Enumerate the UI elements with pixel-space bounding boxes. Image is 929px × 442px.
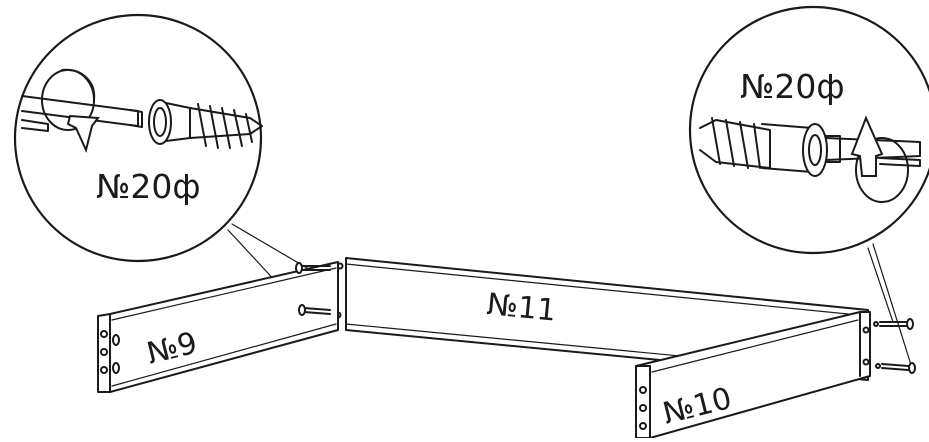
panel-9-edge-holes: [100, 330, 120, 374]
screw-detail-right: [699, 117, 828, 177]
rotation-arrow-right-icon: [850, 115, 909, 203]
detail-circle-right: №20ф: [688, 5, 929, 255]
screw-label-left: №20ф: [96, 167, 201, 206]
panel-11-label: №11: [485, 287, 557, 328]
screws-panel-9: [295, 262, 331, 316]
leader-lines-right: [867, 243, 913, 369]
rotation-arrow-left-icon: [41, 68, 100, 154]
detail-circle-left: №20ф: [13, 13, 263, 263]
screw-label-right: №20ф: [740, 67, 845, 106]
panel-9: №9: [97, 261, 339, 393]
panel-10-edge-holes: [639, 326, 870, 430]
screws-panel-10: [873, 318, 916, 374]
screw-detail-left: [148, 99, 263, 149]
